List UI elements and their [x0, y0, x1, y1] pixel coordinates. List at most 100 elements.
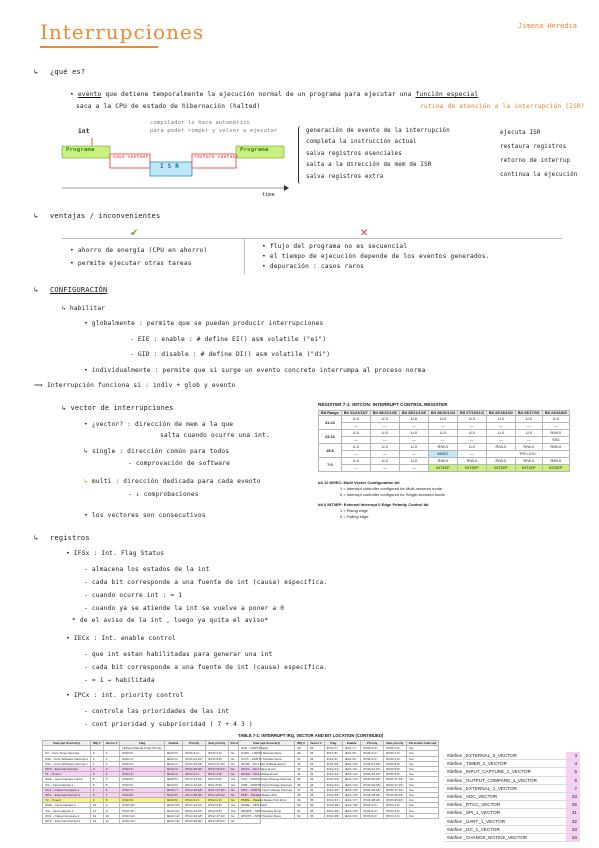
interrupt-table-2-cell: IPC8<20:18>	[360, 776, 385, 783]
step-4: salta a la dirección de mem de ISR	[306, 162, 432, 169]
vector-define-name: #define _EXTERNAL_1_VECTOR	[444, 784, 566, 793]
register-field-cell: —	[514, 422, 543, 430]
programa-right-box	[235, 145, 285, 159]
register-header-cell: Bit 30/22/14/6	[369, 410, 400, 416]
vector-define-name: #define _CHANGE_NOTICE_VECTOR	[444, 833, 566, 843]
funciona-line: ⟹ Interrupción funciona si : indiv + glo…	[34, 382, 236, 389]
interrupt-table-1-cell: IPC0<28:26>	[182, 765, 206, 773]
definition-line-2: saca a la CPU de estado de hibernación (…	[76, 103, 261, 110]
single-1: ↳ single : dirección común para todos	[84, 448, 230, 455]
interrupt-table-2-cell: IEC1<10>	[341, 760, 362, 767]
cross-icon: ✕	[360, 228, 369, 239]
register-access-cell: U-0	[340, 429, 371, 437]
vector-define-name: #define _SPI_1_VECTOR	[444, 808, 566, 818]
interrupt-table-2-cell: IFS1<20>	[323, 812, 343, 819]
vector-define-number: 6	[566, 776, 580, 785]
interrupt-table-1-cell: IFS0<13>	[119, 817, 165, 825]
register-access-cell: U-0	[340, 443, 371, 451]
register-bit-range: 23:16	[318, 429, 342, 444]
interrupt-table-1-cell: IPC1<25:24>	[204, 791, 229, 799]
interrupt-table-2-cell: IEC1<15>	[341, 786, 362, 793]
definition-line: • evento que detiene temporalmente la ej…	[70, 91, 479, 98]
register-access-cell: U-0	[398, 457, 429, 465]
interrupt-table-2-caption: TABLE 7-1: INTERRUPT IRQ, VECTOR AND BIT…	[238, 733, 384, 738]
interrupt-table-1-cell: IPC1<12:10>	[182, 776, 206, 783]
register-field-cell: —	[427, 422, 458, 430]
interrupt-table-2-cell: IPC8<25:24>	[383, 791, 407, 799]
interrupt-table-2-header-cell: Persistent Interrupt	[405, 739, 440, 747]
interrupt-table-1-cell: IEC0<11>	[163, 807, 184, 814]
ifs-note: * de el aviso de la int , luego ya quita…	[72, 617, 269, 624]
register-access-cell: U-0	[485, 415, 516, 423]
bit12-desc-b: 0 = Interrupt controller configured for …	[340, 492, 445, 497]
register-field-cell: —	[369, 450, 400, 458]
bit12-desc-a: 1 = Interrupt controller configured for …	[340, 486, 443, 491]
isr-box	[149, 161, 193, 177]
register-access-cell: R/W-0	[541, 443, 570, 451]
iec-item: - que int estan habilitadas para generar…	[84, 651, 273, 658]
register-field-cell: —	[369, 464, 400, 472]
interrupt-table-2-cell: IEC1<11>	[341, 765, 362, 773]
register-access-cell: U-0	[427, 429, 458, 437]
register-field-cell: —	[398, 422, 429, 430]
step-6: ejecuta ISR	[500, 130, 541, 136]
bit0-desc-a: 1 = Rising edge	[340, 508, 368, 513]
interrupt-table-1-header-cell: Sub-priority	[204, 739, 229, 747]
interrupt-table-1-cell: Highest Natural Order Priority	[119, 745, 165, 752]
multi-2: - ↓ comprobaciones	[128, 491, 199, 498]
interrupt-table-1-cell: IPC1<20:18>	[182, 786, 206, 793]
ipc-item: - cont prioridad y subprioridad ( 7 + 4 …	[84, 721, 253, 728]
cons-list: • flujo del programa no es secuencial • …	[262, 242, 490, 272]
step-2: completa la instrucción actual	[306, 139, 417, 146]
register-header-cell: Bit 26/18/10/2	[485, 410, 516, 416]
register-access-cell: R/W-0	[514, 457, 543, 465]
interrupt-table-2-cell: IPC8<25:24>	[383, 797, 407, 804]
register-access-cell: R/W-0	[514, 443, 543, 451]
interrupt-table-2-cell: IPC8<12:10>	[360, 765, 385, 773]
gid-line: - GID : disable : # define DI() asm vola…	[130, 351, 331, 358]
register-access-cell: U-0	[456, 443, 487, 451]
interrupt-table-2-cell: IFS1<13>	[323, 776, 343, 783]
register-field-cell: INT4EP	[427, 464, 458, 472]
que-vector-2: salta cuando ocurre una int.	[160, 432, 270, 439]
interrupt-table-2-cell: IFS1<12>	[323, 771, 343, 778]
vector-define-number: 31	[566, 808, 580, 818]
register-field-cell: —	[485, 436, 516, 444]
global-line: • globalmente : permite que se puedan pr…	[84, 320, 324, 327]
step-7: restaura registros	[500, 144, 567, 150]
iec-list: - que int estan habilitadas para generar…	[84, 648, 327, 687]
register-access-cell: U-0	[456, 429, 487, 437]
interrupt-table-2-cell: IEC1<19>	[341, 807, 362, 814]
register-access-cell: R/W-0	[541, 457, 570, 465]
bit0-title: bit 0 INT0EP: External Interrupt 0 Edge …	[318, 502, 429, 507]
register-access-cell: U-0	[369, 443, 400, 451]
bit12-title: bit 12 MVEC: Multi Vector Configuration …	[318, 480, 400, 485]
register-access-cell: U-0	[456, 415, 487, 423]
vector-define-name: #define _EXTERNAL_0_VECTOR	[444, 752, 566, 761]
bit0-desc-b: 0 = Falling edge	[340, 514, 369, 519]
interrupt-table-2-cell: IPC8<17:16>	[383, 781, 407, 788]
register-header-cell: Bit 28/20/12/4	[427, 410, 458, 416]
page-title: Interrupciones	[40, 20, 205, 44]
ifs-line: • IFSx : Int. Flag Status	[66, 550, 165, 557]
register-access-cell: R/W-0	[541, 429, 570, 437]
interrupt-table-1-cell: IC1E – Input Capture 1 Error	[42, 776, 91, 783]
register-field-cell: —	[369, 422, 400, 430]
interrupt-table-2-cell: IPC8<28:26>	[360, 797, 385, 804]
register-access-cell: U-0	[485, 429, 516, 437]
register-field-cell: SS0	[541, 436, 570, 444]
vector-heading: ↳ vector de interrupciones	[62, 404, 174, 412]
time-arrow	[284, 185, 289, 191]
configuracion-heading: CONFIGURACIÓN	[50, 286, 108, 294]
interrupt-table-1-cell: IPC2<20:18>	[182, 812, 206, 819]
register-access-cell: U-0	[398, 443, 429, 451]
register-field-cell: —	[398, 450, 429, 458]
definition-rest: que detiene temporalmente la ejecución n…	[105, 91, 412, 98]
